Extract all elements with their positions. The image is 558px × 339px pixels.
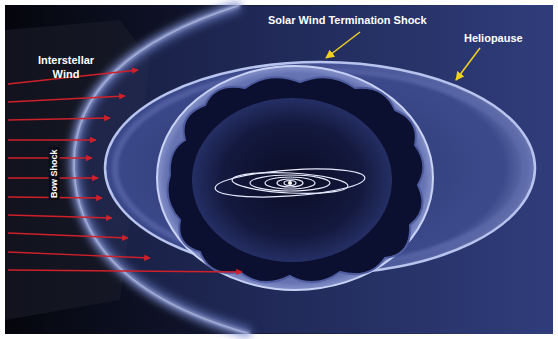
termination-shock-label: Solar Wind Termination Shock [268,14,438,28]
wind-label: Interstellar Wind [30,54,102,82]
heliopause-label: Heliopause [464,32,544,46]
bow-shock-label: Bow Shock [49,147,60,200]
